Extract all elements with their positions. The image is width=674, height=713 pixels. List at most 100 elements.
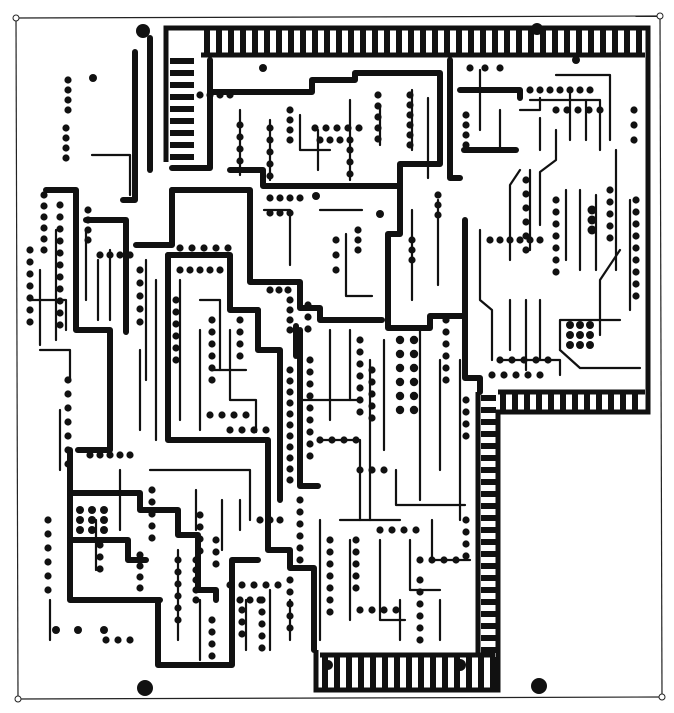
connector-finger (360, 30, 366, 54)
solder-pad (212, 560, 220, 568)
solder-pad (96, 553, 104, 561)
solder-pad (96, 451, 104, 459)
solder-pad (632, 292, 640, 300)
solder-pad (286, 116, 294, 124)
solder-pad (286, 588, 294, 596)
solder-pad (286, 454, 294, 462)
solder-pad (196, 523, 204, 531)
solder-pad (62, 124, 70, 132)
solder-pad (40, 235, 48, 243)
solder-pad (552, 220, 560, 228)
solder-pad (44, 586, 52, 594)
solder-pad (442, 328, 450, 336)
connector-finger (336, 30, 342, 54)
solder-pad (56, 213, 64, 221)
solder-pad (96, 565, 104, 573)
connector-finger (444, 30, 450, 54)
solder-pad (462, 432, 470, 440)
solder-pad (250, 426, 258, 434)
solder-pad (572, 56, 580, 64)
connector-finger (572, 394, 578, 410)
connector-finger (481, 527, 496, 533)
connector-finger (481, 623, 496, 629)
solder-pad (434, 201, 442, 209)
connector-finger (456, 30, 462, 54)
solder-pad (374, 135, 382, 143)
connector-finger (264, 30, 270, 54)
connector-finger (632, 394, 638, 410)
solder-pad (556, 86, 564, 94)
solder-pad (88, 526, 96, 534)
solder-pad (606, 222, 614, 230)
solder-pad (356, 336, 364, 344)
connector-finger (432, 30, 438, 54)
solder-pad (286, 576, 294, 584)
solder-pad (174, 592, 182, 600)
solder-pad (526, 86, 534, 94)
solder-pad (632, 208, 640, 216)
solder-pad (286, 126, 294, 134)
solder-pad (552, 208, 560, 216)
solder-pad (52, 626, 60, 634)
solder-pad (286, 194, 294, 202)
solder-pad (284, 286, 292, 294)
solder-pad (56, 261, 64, 269)
connector-finger (481, 443, 496, 449)
solder-pad (216, 266, 224, 274)
solder-pad (352, 548, 360, 556)
solder-pad (84, 206, 92, 214)
solder-pad (286, 600, 294, 608)
solder-pad (84, 216, 92, 224)
solder-pad (208, 628, 216, 636)
solder-pad (304, 325, 312, 333)
solder-pad (259, 64, 267, 72)
solder-pad (326, 136, 334, 144)
connector-finger (420, 30, 426, 54)
solder-pad (86, 451, 94, 459)
connector-finger (348, 30, 354, 54)
solder-pad (520, 356, 528, 364)
solder-pad (44, 572, 52, 580)
solder-pad (176, 244, 184, 252)
solder-pad (286, 388, 294, 396)
solder-pad (392, 606, 400, 614)
solder-pad (172, 296, 180, 304)
solder-pad (336, 136, 344, 144)
connector-finger (204, 30, 210, 54)
solder-pad (148, 486, 156, 494)
solder-pad (462, 516, 470, 524)
solder-pad (356, 348, 364, 356)
solder-pad (258, 644, 266, 652)
solder-pad (286, 306, 294, 314)
solder-pad (630, 136, 638, 144)
solder-pad (242, 411, 250, 419)
solder-pad (552, 244, 560, 252)
connector-finger (322, 657, 328, 688)
solder-pad (56, 273, 64, 281)
solder-pad (172, 356, 180, 364)
connector-finger (481, 563, 496, 569)
connector-finger (382, 657, 388, 688)
solder-pad (409, 391, 419, 401)
connector-finger (540, 30, 546, 54)
solder-pad (356, 466, 364, 474)
solder-pad (136, 573, 144, 581)
solder-pad (332, 251, 340, 259)
solder-pad (226, 581, 234, 589)
connector-finger (636, 30, 642, 54)
corner-marks (12, 12, 666, 703)
connector-finger (216, 30, 222, 54)
solder-pad (344, 124, 352, 132)
solder-pad (275, 286, 283, 294)
solder-pad (462, 420, 470, 428)
power-tracks (43, 35, 523, 668)
board-outline (15, 15, 663, 700)
solder-pad (192, 566, 200, 574)
connector-finger (536, 394, 542, 410)
solder-pad (522, 204, 530, 212)
solder-pad (26, 270, 34, 278)
connector-finger (492, 30, 498, 54)
solder-pad (44, 516, 52, 524)
solder-pad (136, 292, 144, 300)
solder-pad (586, 86, 594, 94)
